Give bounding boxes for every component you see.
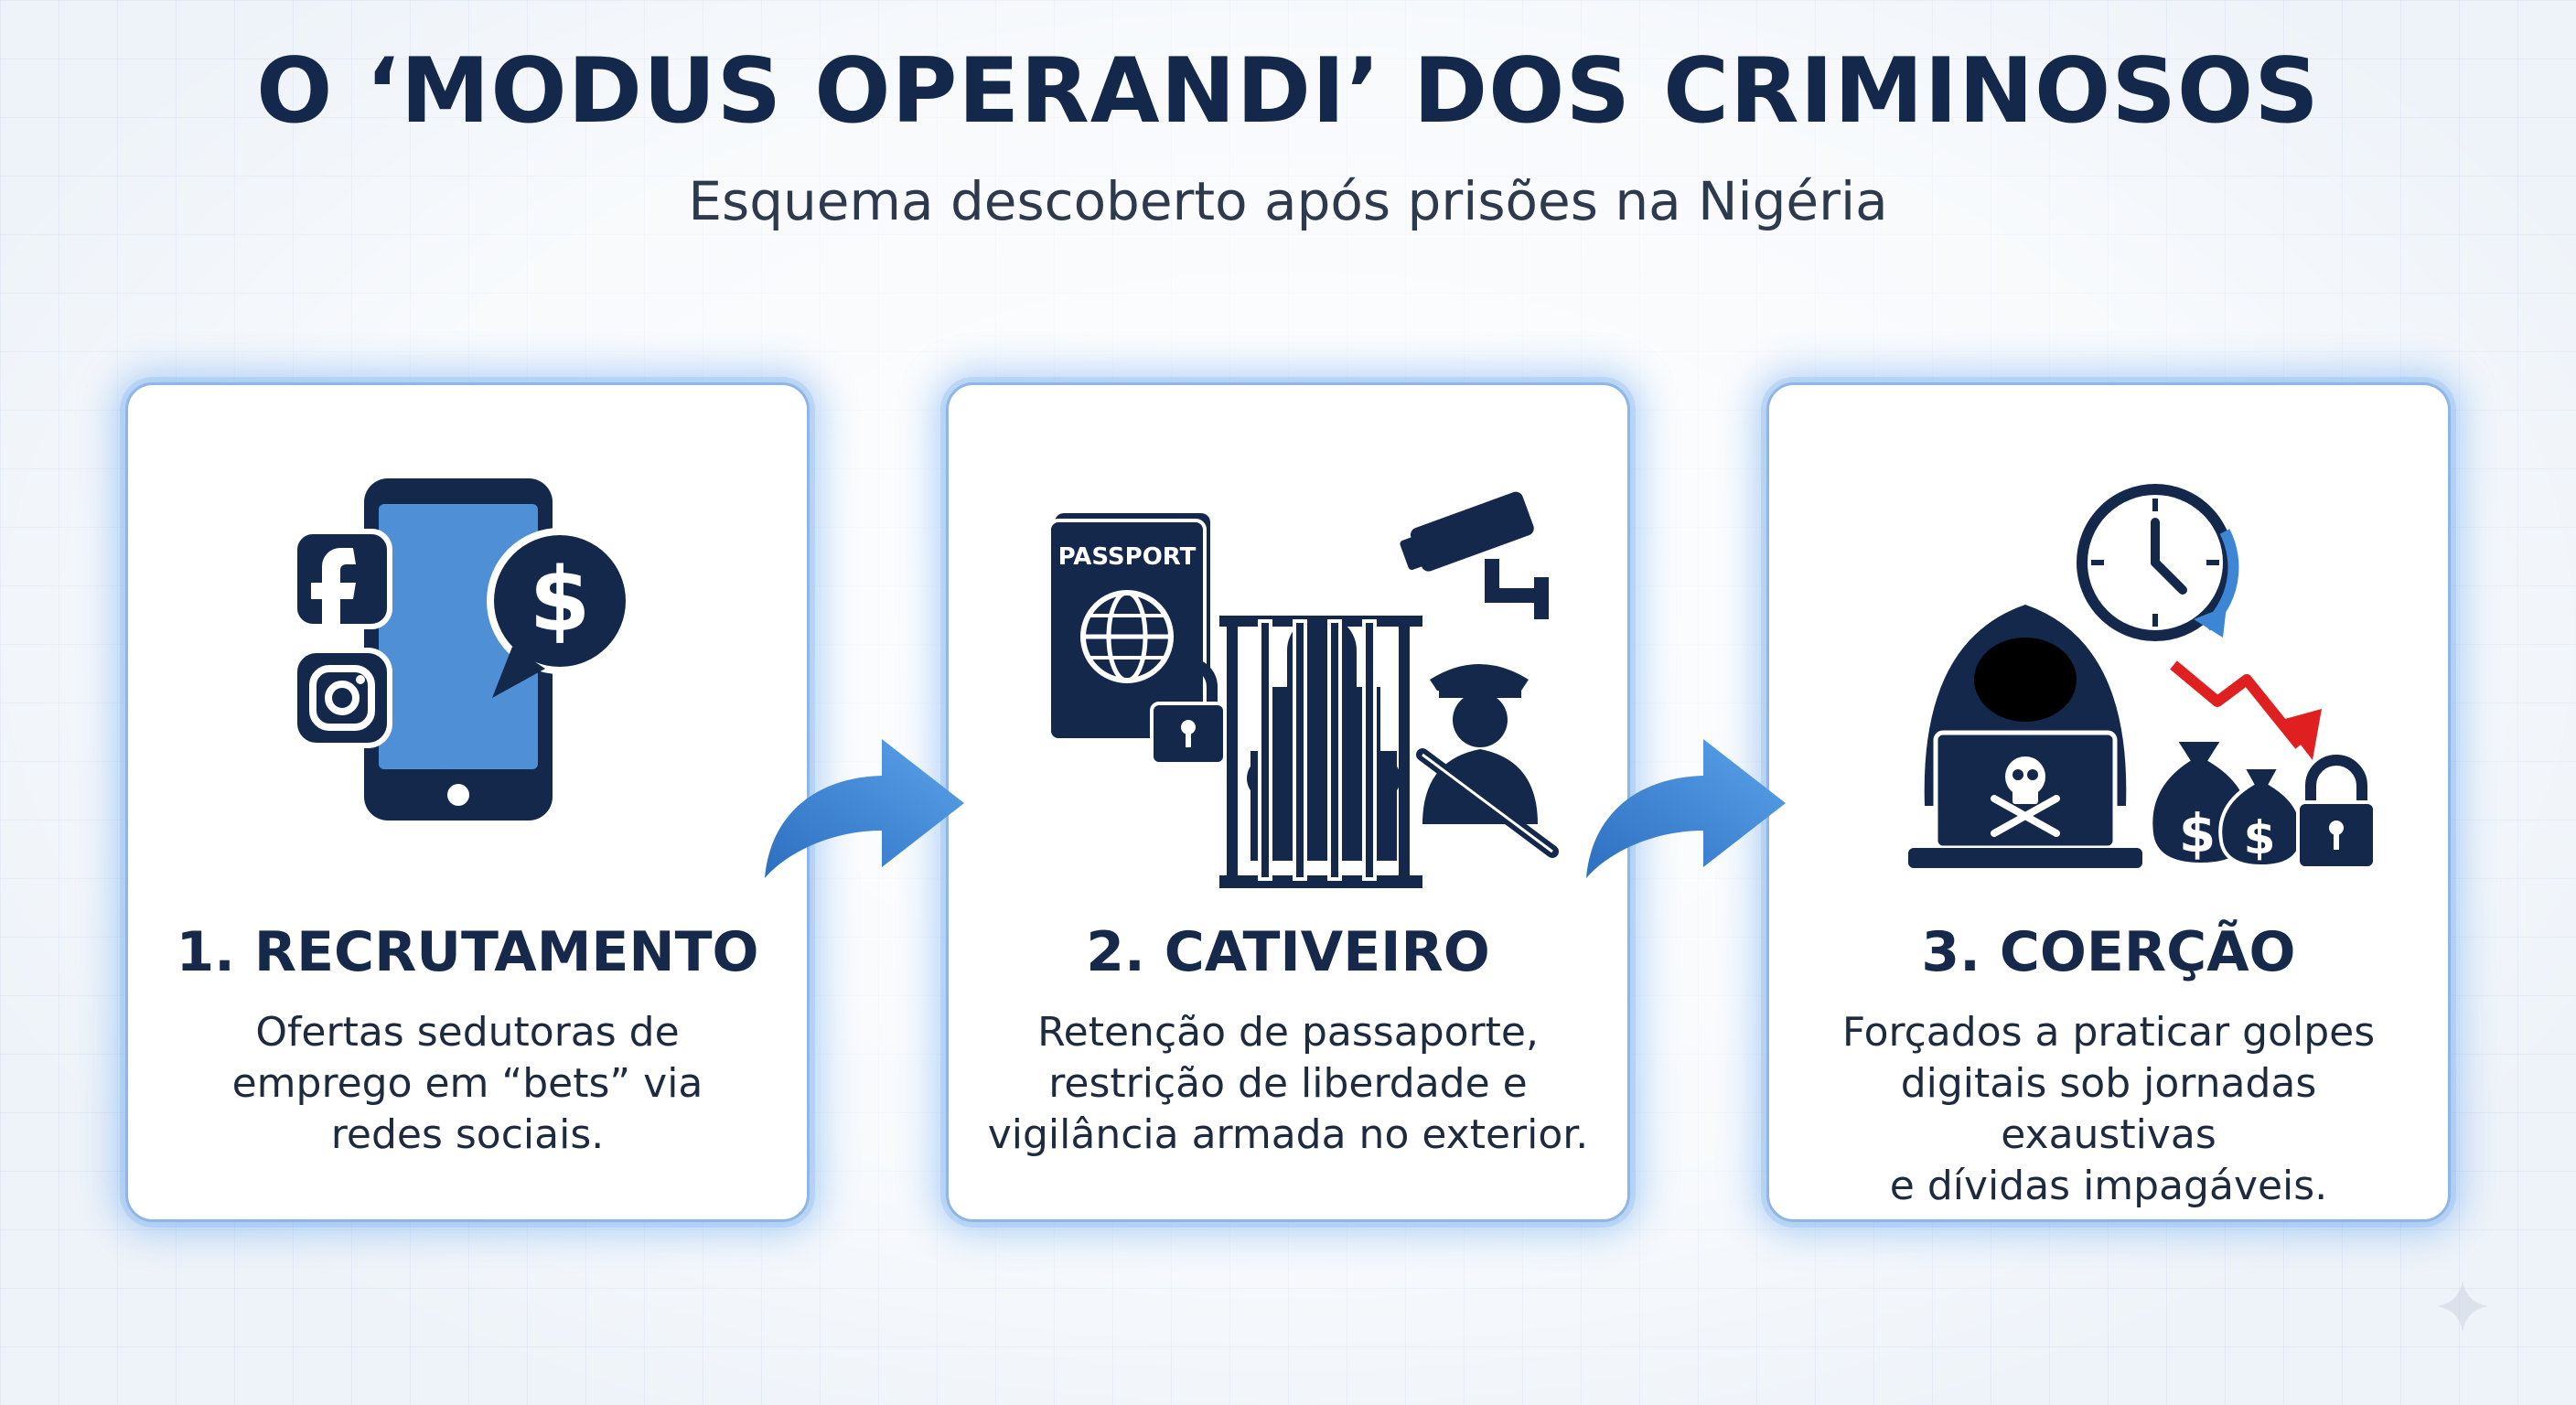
svg-text:$: $ xyxy=(2179,802,2216,864)
clock-icon xyxy=(2077,484,2239,641)
svg-text:$: $ xyxy=(530,549,591,651)
svg-text:$: $ xyxy=(2244,811,2276,864)
money-bag-icon: $ $ xyxy=(2149,738,2304,869)
page-title: O ‘MODUS OPERANDI’ DOS CRIMINOSOS xyxy=(256,39,2320,144)
instagram-icon xyxy=(292,648,392,748)
padlock-icon xyxy=(2296,755,2377,870)
flow-arrow-right-icon xyxy=(1583,723,1793,887)
coercion-illustration: $ $ xyxy=(1806,440,2417,952)
step-description-recruitment: Ofertas sedutoras de emprego em “bets” v… xyxy=(231,1009,703,1158)
flow-arrow-right-icon xyxy=(761,723,971,887)
page-subtitle: Esquema descoberto após prisões na Nigér… xyxy=(688,170,1888,232)
step-title-coercion: 3. COERÇÃO xyxy=(1921,920,2296,984)
step-title-captivity: 2. CATIVEIRO xyxy=(1086,920,1490,984)
cctv-camera-icon xyxy=(1400,491,1549,619)
passport-label: PASSPORT xyxy=(1058,543,1197,571)
padlock-icon xyxy=(1150,658,1227,766)
step-card-captivity: PASSPORT xyxy=(946,382,1630,1222)
step-card-coercion: $ $ 3. COERÇÃO Forçados a praticar golpe… xyxy=(1766,382,2451,1222)
armed-guard-icon xyxy=(1416,664,1559,858)
step-card-recruitment: $ 1. RECRUTAMENTO Ofertas sedutoras de e… xyxy=(125,382,810,1222)
step-description-captivity: Retenção de passaporte, restrição de lib… xyxy=(987,1009,1589,1158)
recruitment-illustration: $ xyxy=(165,440,776,952)
step-title-recruitment: 1. RECRUTAMENTO xyxy=(176,920,759,984)
skull-laptop-icon xyxy=(1908,730,2142,868)
prison-bars-icon xyxy=(1219,616,1422,888)
facebook-icon xyxy=(292,529,392,636)
declining-arrow-icon xyxy=(2170,660,2322,760)
step-description-coercion: Forçados a praticar golpes digitais sob … xyxy=(1841,1009,2376,1209)
sparkle-icon xyxy=(2435,1279,2490,1334)
dollar-chat-bubble-icon: $ xyxy=(487,528,633,698)
captivity-illustration: PASSPORT xyxy=(985,440,1596,952)
